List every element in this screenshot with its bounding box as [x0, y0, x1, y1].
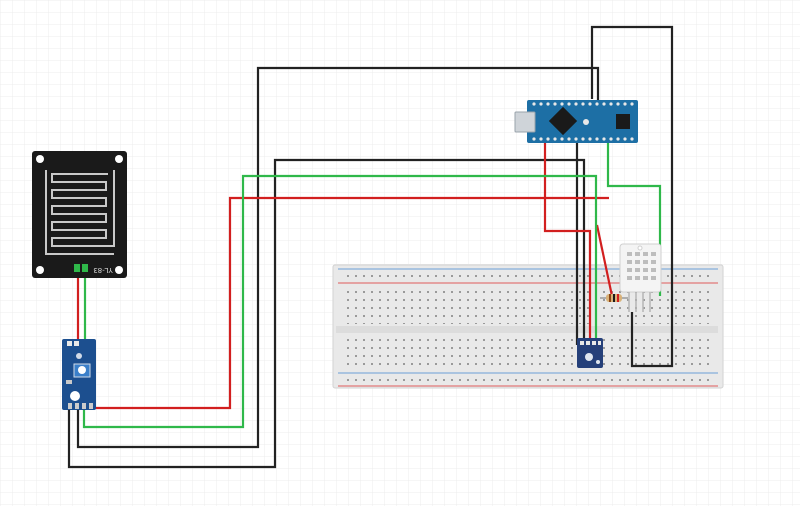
wire-red-nano-bb: [543, 143, 592, 345]
dht-sensor: [619, 243, 662, 312]
wire-red-vcc-rain: [92, 196, 609, 410]
rain-sensor-plate: YL-83: [32, 151, 127, 278]
sensor-traces: [45, 170, 115, 255]
wire-red-resistor: [595, 224, 614, 297]
wire-black-digital: [76, 66, 600, 449]
wire-black-gnd-rain: [67, 158, 586, 469]
resistor: [600, 294, 628, 302]
wire-black-top-loop: [590, 25, 674, 368]
sensor-breakout: [577, 338, 603, 368]
rain-sensor-plate-label: YL-83: [93, 266, 114, 274]
wire-green-analog: [82, 174, 598, 429]
breadboard: [332, 264, 724, 389]
comparator-module: [62, 339, 96, 410]
red-wires: [76, 143, 614, 410]
green-wires: [82, 143, 662, 429]
arduino-nano: [514, 100, 638, 143]
wire-green-dht: [606, 143, 662, 296]
